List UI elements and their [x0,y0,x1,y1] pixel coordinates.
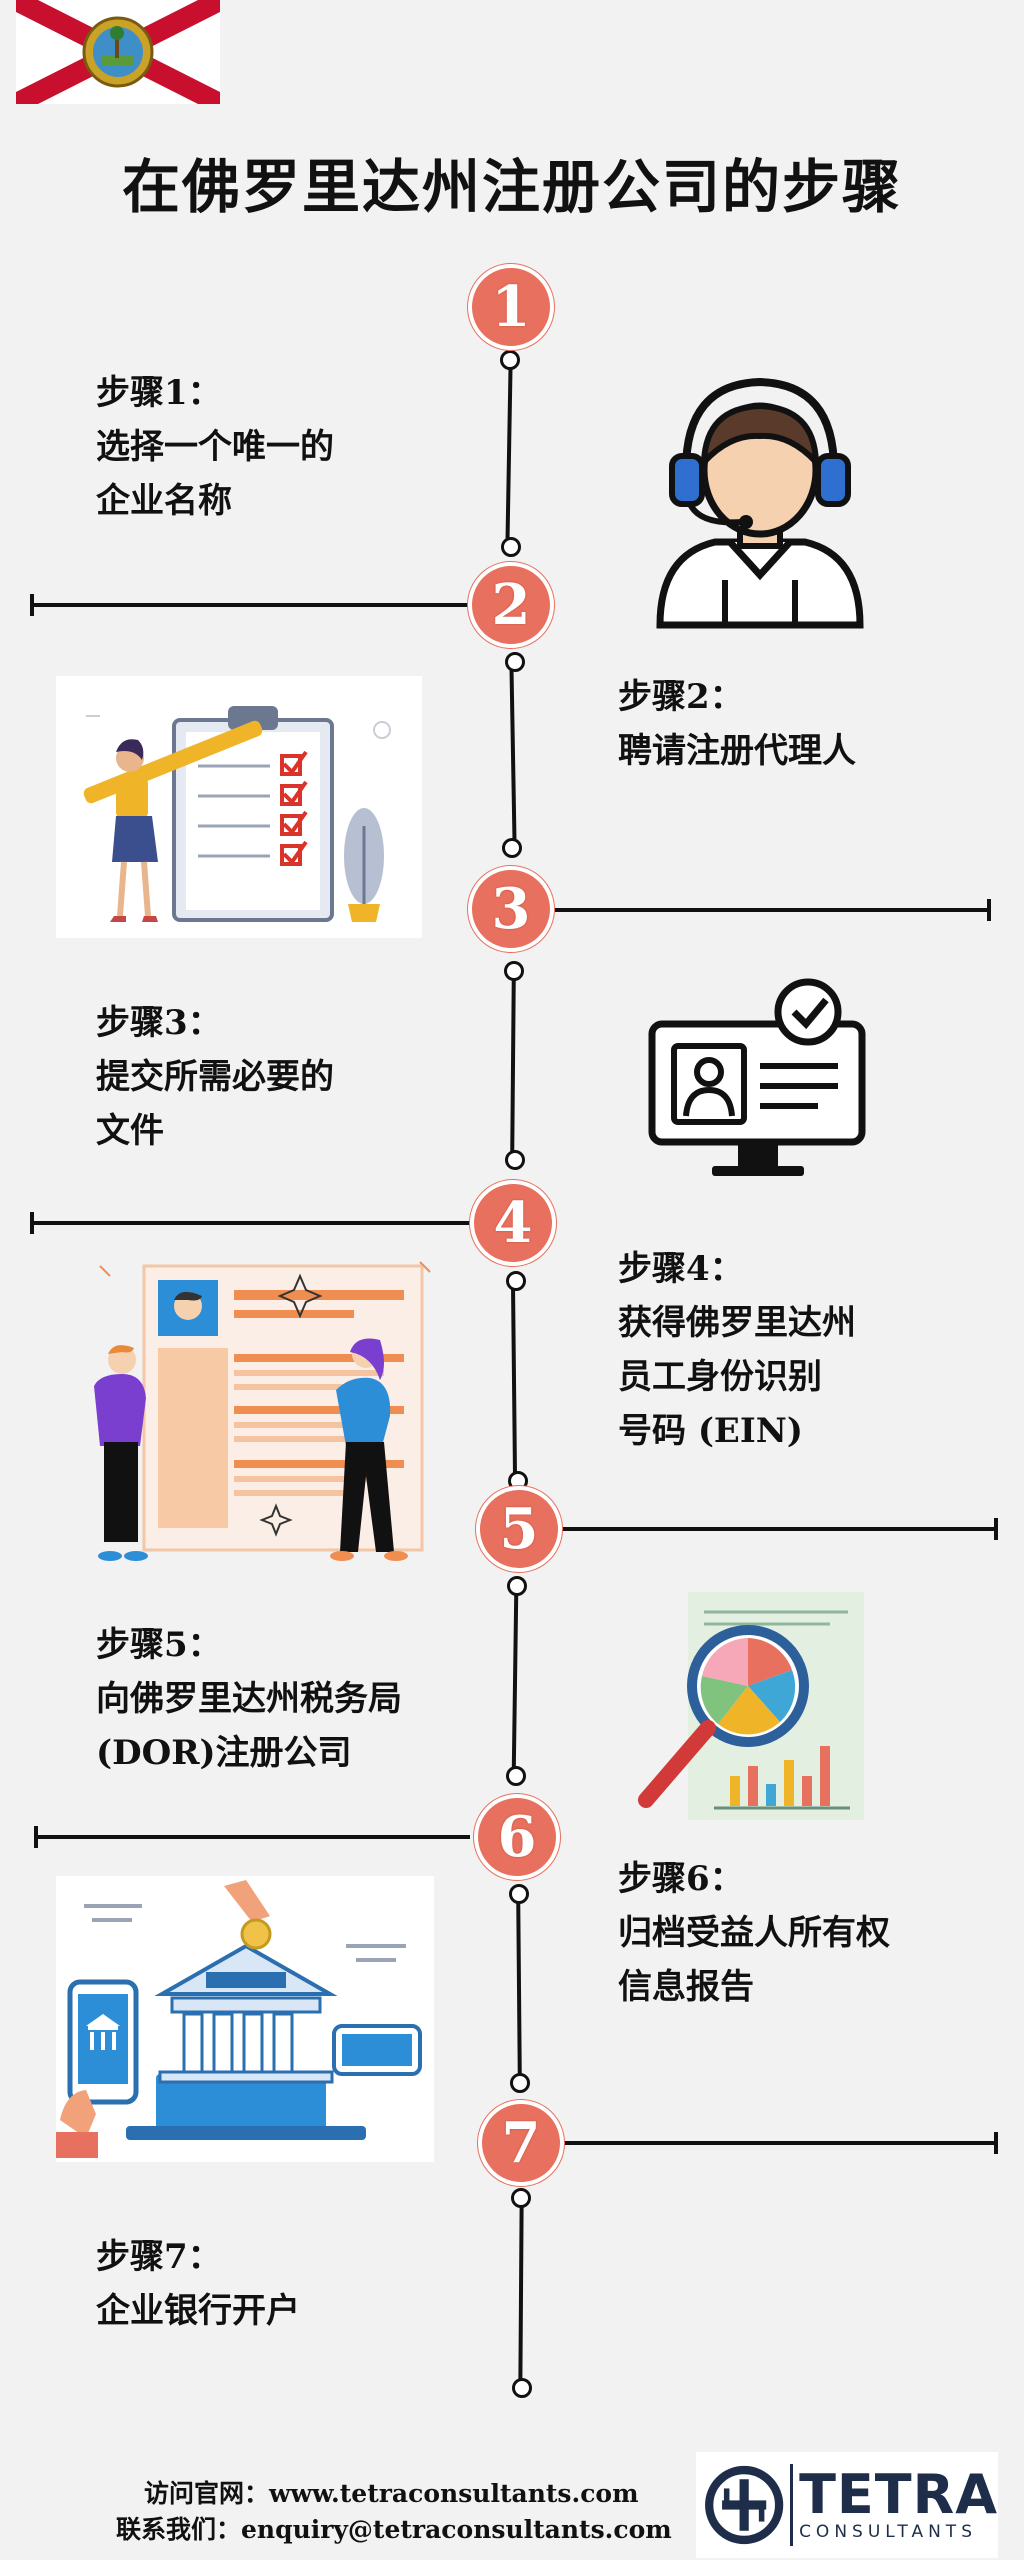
step-number-2: 2 [468,562,554,648]
timeline-node [504,961,524,981]
timeline-node [507,1576,527,1596]
timeline-segment [511,1584,519,1781]
step-number-7: 7 [478,2100,564,2186]
step-line: 企业名称 [96,481,232,521]
step-2-text: 步骤2： 聘请注册代理人 [618,670,856,778]
online-bank-icon [56,1876,434,2162]
timeline-segment [510,1279,518,1481]
step-number-6: 6 [474,1794,560,1880]
connector-line [30,1221,470,1225]
step-heading: 步骤5： [96,1625,222,1665]
analytics-magnifier-icon [638,1592,864,1820]
step-line: 企业银行开户 [96,2291,300,2331]
step-number-4: 4 [470,1180,556,1266]
step-line: 归档受益人所有权 [618,1913,890,1953]
step-line: 选择一个唯一的 [96,427,334,467]
connector-line [555,908,991,912]
resume-profile-icon [94,1261,431,1561]
tetra-logo: TETRA CONSULTANTS [696,2452,998,2558]
step-5-text: 步骤5： 向佛罗里达州税务局 (DOR)注册公司 [96,1618,402,1780]
connector-cap [994,2132,998,2154]
florida-flag-icon [16,0,220,104]
step-line: 聘请注册代理人 [618,731,856,771]
connector-line [560,1527,998,1531]
timeline-node [506,1271,526,1291]
timeline-segment [510,969,516,1161]
step-7-text: 步骤7： 企业银行开户 [96,2230,300,2338]
timeline-segment [505,361,513,548]
step-heading: 步骤3： [96,1003,222,1043]
step-heading: 步骤6： [618,1859,744,1899]
connector-cap [30,1212,34,1234]
step-line: 向佛罗里达州税务局 [96,1679,402,1719]
id-verification-monitor-icon [648,978,866,1176]
timeline-node [505,652,525,672]
step-number-5: 5 [476,1486,562,1572]
connector-cap [34,1826,38,1848]
connector-line [34,1835,470,1839]
timeline-node [500,350,520,370]
connector-line [30,603,470,607]
step-number-1: 1 [468,264,554,350]
timeline-segment [509,661,517,848]
timeline-node [509,1884,529,1904]
timeline-node [506,1766,526,1786]
checklist-clipboard-icon [56,676,422,938]
step-heading: 步骤1： [96,373,222,413]
step-line: 号码 (EIN) [618,1411,803,1451]
timeline-node [510,2073,530,2093]
step-number-3: 3 [468,866,554,952]
timeline-node [511,2188,531,2208]
connector-cap [30,594,34,616]
step-4-text: 步骤4： 获得佛罗里达州 员工身份识别 号码 (EIN) [618,1242,856,1458]
logo-subtitle: CONSULTANTS [799,2522,977,2542]
footer-website: 访问官网：www.tetraconsultants.com [144,2479,639,2508]
step-line: 信息报告 [618,1967,754,2007]
step-6-text: 步骤6： 归档受益人所有权 信息报告 [618,1852,890,2014]
connector-cap [994,1518,998,1540]
page-title: 在佛罗里达州注册公司的步骤 [121,153,902,221]
timeline-node [512,2378,532,2398]
logo-wordmark: TETRA [799,2463,998,2526]
step-3-text: 步骤3： 提交所需必要的 文件 [96,996,334,1158]
timeline-node [502,838,522,858]
timeline-node [505,1150,525,1170]
footer-contact: 联系我们：enquiry@tetraconsultants.com [116,2515,672,2544]
step-line: (DOR)注册公司 [96,1733,352,1773]
connector-cap [987,899,991,921]
timeline-segment [518,2196,524,2390]
step-heading: 步骤7： [96,2237,222,2277]
step-line: 员工身份识别 [618,1357,822,1397]
connector-line [560,2141,998,2145]
step-heading: 步骤4： [618,1249,744,1289]
step-line: 提交所需必要的 [96,1057,334,1097]
step-line: 获得佛罗里达州 [618,1303,856,1343]
step-line: 文件 [96,1111,164,1151]
headset-support-icon [656,377,864,629]
timeline-node [501,537,521,557]
step-1-text: 步骤1： 选择一个唯一的 企业名称 [96,366,334,528]
timeline-segment [516,1892,522,2084]
step-heading: 步骤2： [618,677,744,717]
tetra-logo-icon [705,2465,784,2545]
